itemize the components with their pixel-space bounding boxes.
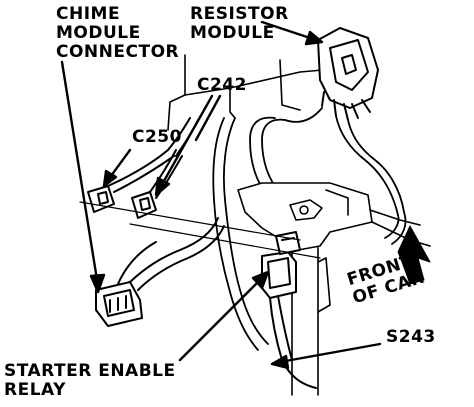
c242-label: C242: [197, 75, 247, 95]
resistor-module-shape: [317, 27, 379, 121]
chime-label-line-1: CHIME: [56, 4, 121, 24]
relay-label-line-2: RELAY: [4, 380, 66, 400]
upper-harness: [249, 107, 407, 245]
column-support: [291, 245, 331, 396]
mounting-bracket: [237, 182, 431, 251]
chime-label-line-2: MODULE: [56, 23, 141, 43]
starter-relay-shape: [261, 231, 317, 389]
guide-lines: [79, 201, 321, 259]
chime-connector-shape: [95, 217, 225, 327]
leader-arrows: [60, 20, 382, 370]
c250-label: C250: [132, 127, 182, 147]
chime-label-line-3: CONNECTOR: [56, 42, 180, 62]
s243-label: S243: [386, 327, 436, 347]
upper-panel: [167, 54, 346, 131]
front-arrow-icon: [397, 225, 431, 285]
chime-module-connector-label: CHIME MODULE CONNECTOR: [56, 5, 179, 62]
resistor-label-line-2: MODULE: [190, 23, 275, 43]
starter-enable-relay-label: STARTER ENABLE RELAY: [4, 362, 176, 400]
resistor-module-label: RESISTOR MODULE: [190, 5, 289, 43]
c242-wiring: [212, 117, 269, 351]
relay-label-line-1: STARTER ENABLE: [4, 361, 176, 381]
resistor-label-line-1: RESISTOR: [190, 4, 289, 24]
